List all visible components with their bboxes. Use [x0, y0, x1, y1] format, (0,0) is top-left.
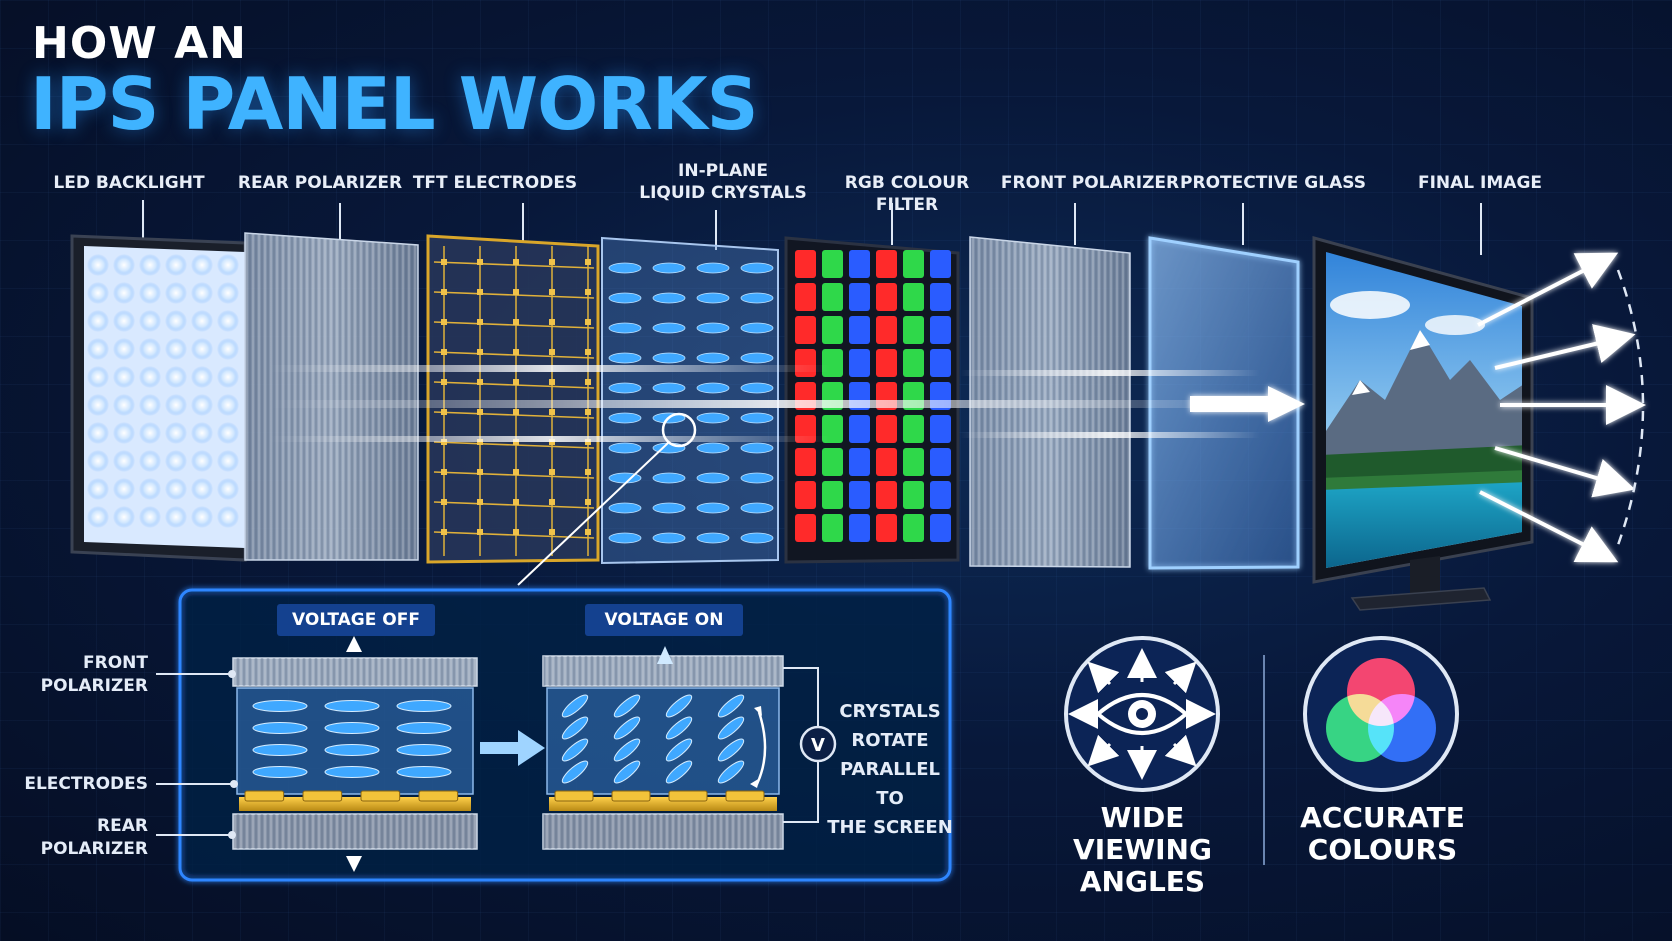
zoom-circle: [661, 412, 697, 448]
zoom-line: [517, 442, 669, 586]
monitor-screen: [1326, 252, 1522, 568]
label-final-image: FINAL IMAGE: [1417, 173, 1543, 193]
voltage-symbol: V: [811, 735, 825, 756]
inset-label-front-polarizer: FRONT POLARIZER: [40, 653, 148, 696]
eye-arrows-icon: [1064, 636, 1220, 792]
label-rear-polarizer: REAR POLARIZER: [237, 173, 403, 193]
label-led-backlight: LED BACKLIGHT: [53, 173, 205, 193]
rgb-circles-icon: [1303, 636, 1459, 792]
label-pointers: [142, 200, 1482, 255]
beam-arrow: [1190, 386, 1305, 422]
label-front-polarizer: FRONT POLARIZER: [1000, 173, 1180, 193]
monitor: [1312, 236, 1534, 611]
inset-label-rear-polarizer: REAR POLARIZER: [40, 816, 148, 859]
crystals-rotate-note: CRYSTALS ROTATE PARALLEL TO THE SCREEN: [827, 701, 953, 838]
view-arrows: [1477, 252, 1646, 563]
tft-electrodes-panel: [426, 234, 600, 564]
cell-voltage-on: V: [542, 646, 837, 850]
voltage-source: [799, 725, 837, 763]
cell-voltage-off: [232, 636, 478, 872]
label-liquid-crystals: IN-PLANE LIQUID CRYSTALS: [639, 161, 807, 203]
liquid-crystal-panel: [517, 236, 779, 586]
rear-polarizer-panel: [244, 232, 419, 561]
voltage-off-tag: VOLTAGE OFF: [277, 604, 435, 636]
transition-arrow: [480, 730, 545, 766]
feature-wide-viewing: WIDE VIEWING ANGLES: [1073, 801, 1212, 898]
feature-accurate-colours: ACCURATE COLOURS: [1300, 801, 1465, 866]
label-tft-electrodes: TFT ELECTRODES: [412, 173, 578, 193]
led-backlight-panel: [70, 234, 247, 562]
voltage-on-tag: VOLTAGE ON: [585, 604, 743, 636]
inset-label-electrodes: ELECTRODES: [24, 774, 148, 794]
view-arc: [1616, 269, 1645, 546]
title-line-1: HOW AN: [32, 18, 247, 69]
light-beams: [270, 365, 1270, 442]
inset-pointers: [156, 670, 238, 839]
label-protective-glass: PROTECTIVE GLASS: [1180, 173, 1366, 193]
title-line-2: IPS PANEL WORKS: [30, 62, 758, 146]
